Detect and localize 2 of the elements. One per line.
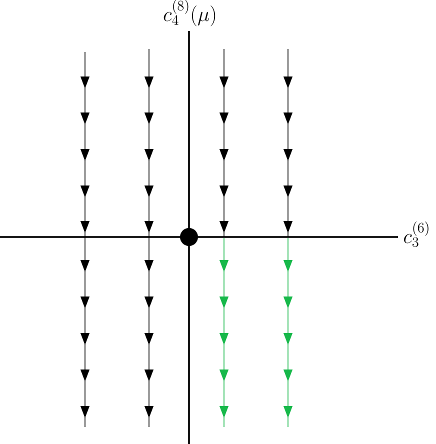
axis-label: $c_3^{(6)}$ (404, 222, 428, 248)
axis-label: $c_4^{(8)}(\mu)$ (164, 0, 216, 26)
